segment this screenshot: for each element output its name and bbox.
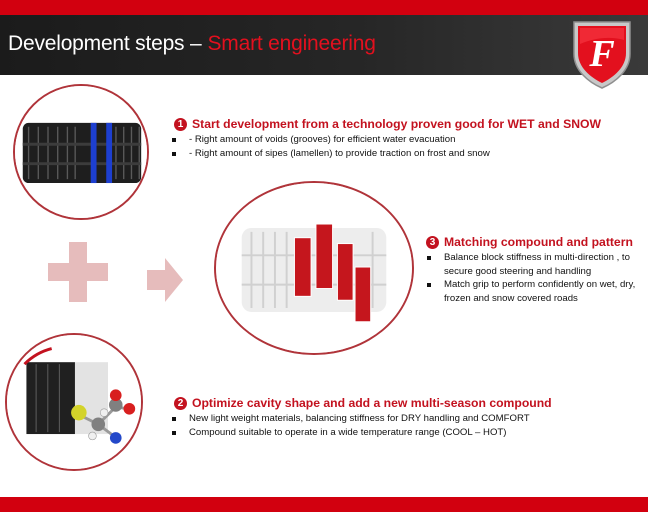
- step-1-number: 1: [174, 118, 187, 131]
- step-2-title-text: Optimize cavity shape and add a new mult…: [192, 396, 552, 410]
- step-1-title: 1 Start development from a technology pro…: [174, 117, 601, 131]
- plus-icon: [48, 242, 108, 302]
- bottom-red-bar: [0, 497, 648, 512]
- step-1-bullet: - Right amount of sipes (lamellen) to pr…: [169, 147, 589, 161]
- logo-letter: F: [588, 33, 614, 75]
- step-1-title-text: Start development from a technology prov…: [192, 117, 601, 131]
- firestone-logo: F: [573, 21, 631, 89]
- step-1-bullets: - Right amount of voids (grooves) for ef…: [169, 133, 589, 160]
- tire-tread-icon: [15, 86, 147, 218]
- compound-image: [5, 333, 143, 471]
- tire-block-icon: [216, 183, 412, 353]
- step-3-number: 3: [426, 236, 439, 249]
- page-title-accent: Smart engineering: [207, 32, 376, 55]
- step-2-number: 2: [174, 397, 187, 410]
- step-3-title: 3 Matching compound and pattern: [426, 235, 633, 249]
- step-3-title-text: Matching compound and pattern: [444, 235, 633, 249]
- step-3-bullets: Balance block stiffness in multi-directi…: [424, 251, 642, 305]
- title-bar: [0, 15, 648, 75]
- step-3-bullet: Balance block stiffness in multi-directi…: [424, 251, 642, 278]
- tread-pattern-image: [13, 84, 149, 220]
- step-3-bullet: Match grip to perform confidently on wet…: [424, 278, 642, 305]
- step-2-title: 2 Optimize cavity shape and add a new mul…: [174, 396, 552, 410]
- matching-pattern-image: [214, 181, 414, 355]
- page-title: Development steps –Smart engineering: [8, 32, 376, 56]
- page-title-text: Development steps –: [8, 32, 202, 55]
- arrow-right-icon: [147, 258, 183, 302]
- step-2-bullets: New light weight materials, balancing st…: [169, 412, 629, 439]
- step-1-bullet: - Right amount of voids (grooves) for ef…: [169, 133, 589, 147]
- molecule-icon: [7, 335, 141, 469]
- step-2-bullet: Compound suitable to operate in a wide t…: [169, 426, 629, 440]
- top-red-bar: [0, 0, 648, 15]
- step-2-bullet: New light weight materials, balancing st…: [169, 412, 629, 426]
